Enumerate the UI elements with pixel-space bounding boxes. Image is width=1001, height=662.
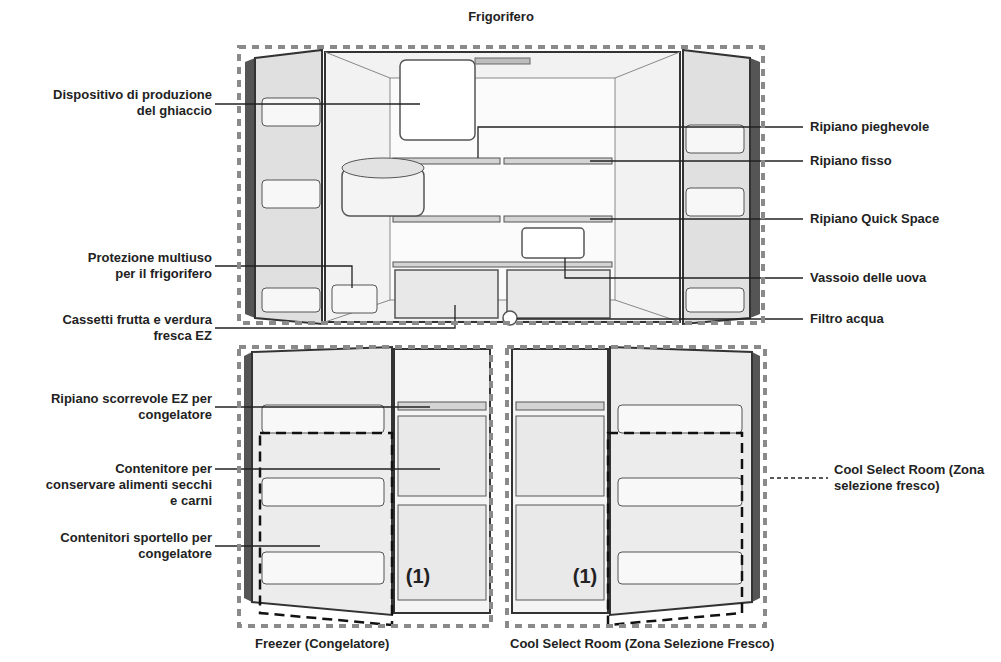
leader-line [215, 468, 440, 469]
door-bin [262, 98, 320, 126]
perspective-line [615, 52, 680, 78]
water-filter [503, 311, 517, 325]
part-label: Contenitore per conservare alimenti secc… [44, 461, 212, 509]
part-label: Filtro acqua [810, 311, 1000, 327]
zone-heading: Frigorifero [237, 9, 765, 25]
dotted-border [239, 47, 763, 323]
door-edge [750, 58, 760, 318]
dotted-border [507, 347, 765, 626]
sliding-shelf [516, 402, 604, 410]
crisper-drawer [395, 270, 498, 318]
leader-line [215, 305, 455, 328]
part-label: Cool Select Room (Zona selezione fresco) [834, 462, 994, 494]
right-door [683, 50, 750, 324]
leader-line [590, 218, 803, 219]
fridge-cabinet [325, 52, 680, 322]
leader-line [590, 160, 803, 161]
zone-box: Cool Select Room (Zona Selezione Fresco) [505, 345, 767, 628]
part-label: Contenitori sportello per congelatore [42, 530, 212, 562]
door-bin [262, 405, 384, 433]
door-bin [262, 552, 384, 584]
freezer-interior [394, 349, 490, 613]
door-bin-bracket [260, 433, 392, 625]
part-label: Dispositivo di produzione del ghiaccio [42, 87, 212, 119]
multipurpose-guard [332, 285, 377, 313]
crisper-drawer [507, 270, 610, 318]
door-bin [686, 188, 744, 216]
door-edge [244, 352, 252, 602]
door-bin [686, 288, 744, 312]
part-label: Ripiano fisso [810, 153, 1000, 169]
part-label: Vassoio delle uova [810, 270, 1000, 286]
storage-bin [516, 416, 604, 496]
sliding-shelf [398, 402, 486, 410]
leader-line [215, 406, 430, 407]
door-bin [618, 478, 742, 506]
door-bin [262, 478, 384, 506]
door-bin [618, 552, 742, 584]
fridge-light [475, 58, 530, 64]
part-label: Cassetti frutta e verdura fresca EZ [47, 312, 212, 344]
callout-number: (1) [394, 565, 442, 588]
door-bin-bracket [608, 433, 742, 625]
leader-line [770, 477, 828, 478]
zone-outline [237, 45, 765, 325]
storage-bin [398, 416, 486, 496]
shelf [393, 216, 500, 222]
leader-line [215, 103, 420, 104]
dotted-border [239, 347, 491, 626]
leader-line [565, 258, 803, 278]
leader-line [517, 318, 803, 319]
zone-heading: Freezer (Congelatore) [255, 636, 485, 652]
zone-heading: Cool Select Room (Zona Selezione Fresco) [510, 636, 810, 652]
zone-outline [505, 345, 767, 628]
ice-bucket-top [342, 158, 424, 178]
door-bin [686, 125, 744, 153]
bottom-shelf [393, 262, 612, 267]
left-door [255, 50, 322, 324]
door-bin [618, 405, 742, 433]
ice-maker [400, 60, 475, 140]
door-bin [262, 288, 320, 312]
leader-line [478, 127, 803, 158]
part-label: Protezione multiuso per il frigorifero [76, 250, 212, 282]
freezer-door [252, 347, 392, 615]
leader-line [215, 266, 352, 288]
cool-select-door [610, 347, 752, 615]
door-bin [262, 180, 320, 208]
perspective-line [325, 52, 390, 78]
door-edge [752, 352, 760, 602]
part-label: Ripiano pieghevole [810, 119, 1000, 135]
part-label: Ripiano scorrevole EZ per congelatore [42, 391, 212, 423]
zone-outline [237, 345, 493, 628]
zone-box: Frigorifero [237, 45, 765, 325]
egg-tray [522, 228, 584, 258]
door-edge [245, 58, 255, 318]
leader-line [215, 545, 320, 546]
zone-box: Freezer (Congelatore) [237, 345, 493, 628]
callout-number: (1) [561, 565, 609, 588]
cool-select-interior [512, 349, 608, 613]
part-label: Ripiano Quick Space [810, 211, 1000, 227]
